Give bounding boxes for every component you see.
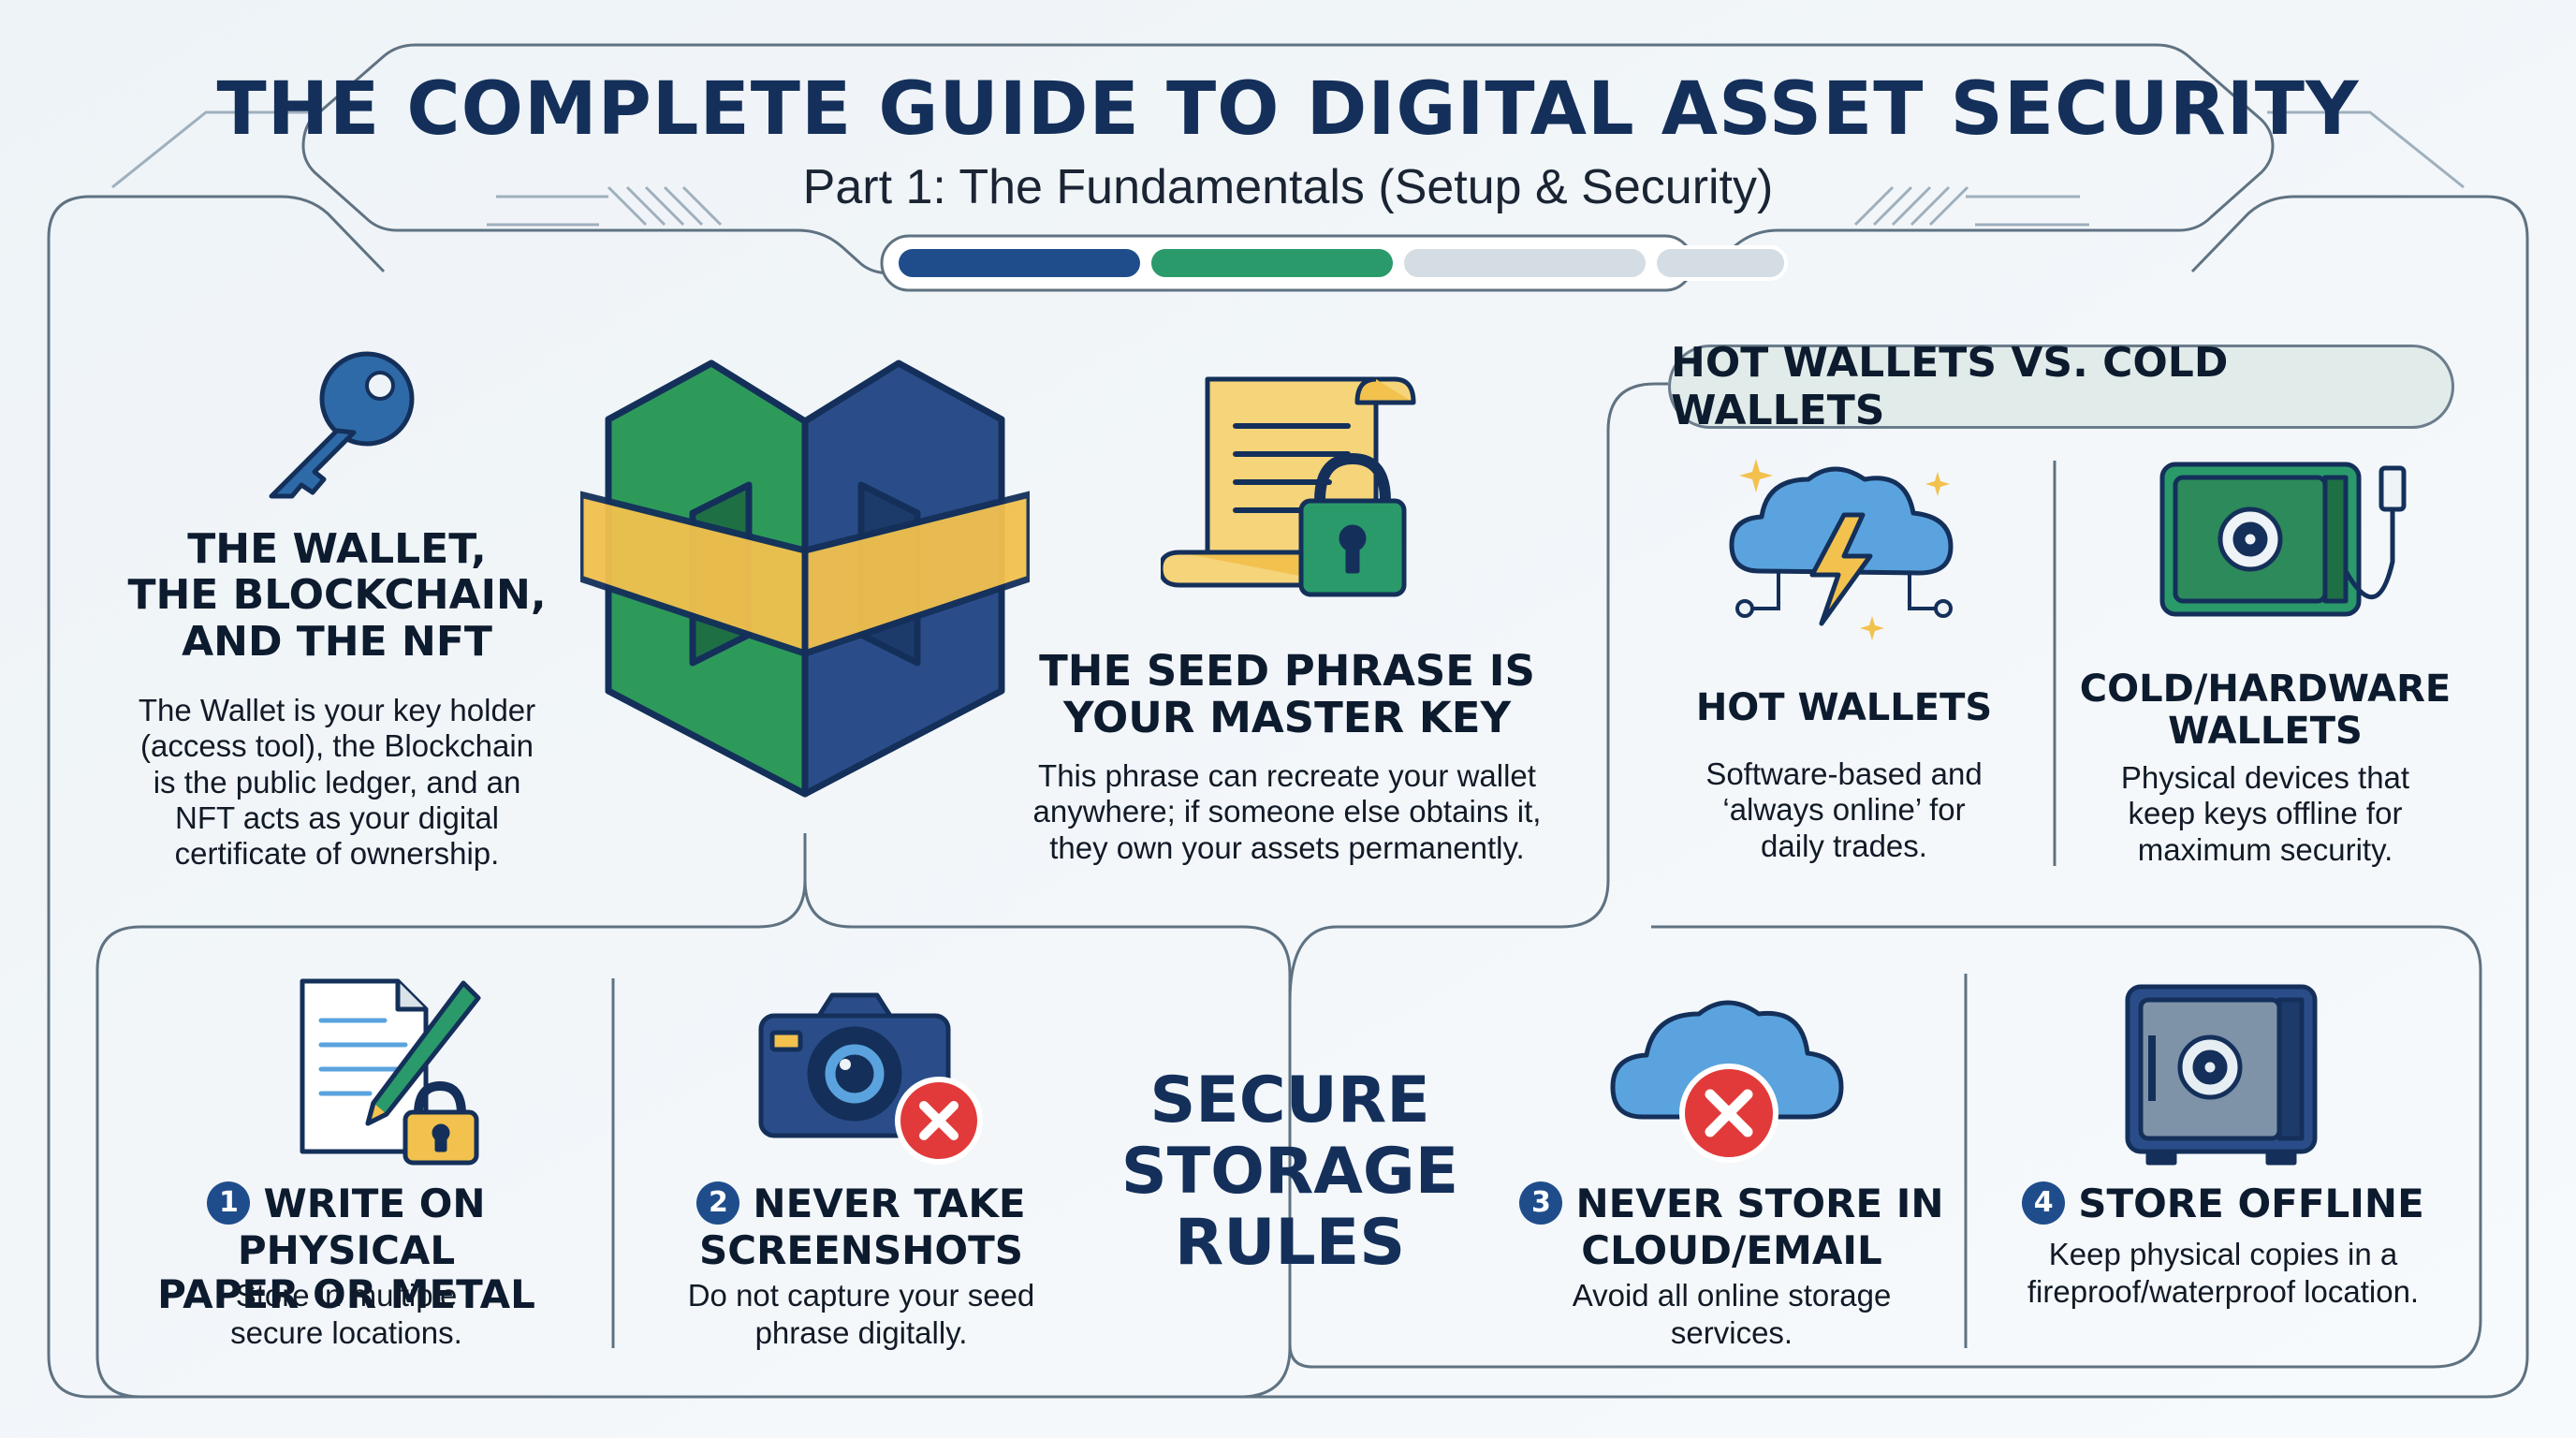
- blockchain-cube-icon: [580, 360, 1030, 798]
- rule-4-number: 4: [2022, 1181, 2066, 1225]
- rule-3-number: 3: [1519, 1181, 1563, 1225]
- seed-phrase-title: THE SEED PHRASE IS YOUR MASTER KEY: [1039, 646, 1535, 743]
- progress-segment: [895, 245, 1144, 281]
- rule-1-body: Store in multiple secure locations.: [230, 1278, 462, 1350]
- seed-phrase-body: This phrase can recreate your wallet any…: [1032, 758, 1542, 865]
- wallet-blockchain-nft-body: The Wallet is your key holder (access to…: [138, 693, 536, 872]
- progress-segment: [1400, 245, 1649, 281]
- hot-wallets-body: Software-based and ‘always online’ for d…: [1705, 756, 1983, 863]
- secure-storage-title: SECURE STORAGE RULES: [1120, 1064, 1459, 1281]
- rule-4-body: Keep physical copies in a fireproof/wate…: [2027, 1237, 2420, 1309]
- page-title: THE COMPLETE GUIDE TO DIGITAL ASSET SECU…: [216, 67, 2360, 152]
- safe-icon: [2125, 984, 2318, 1166]
- progress-segment: [1653, 245, 1788, 281]
- cold-wallets-title: COLD/HARDWARE WALLETS: [2079, 668, 2452, 753]
- rule-2-number: 2: [696, 1181, 740, 1225]
- scroll-lock-icon: [1161, 376, 1416, 597]
- rule-1-number: 1: [207, 1181, 251, 1225]
- document-pen-lock-icon: [300, 978, 481, 1166]
- key-icon: [269, 351, 415, 499]
- wallet-blockchain-nft-title: THE WALLET, THE BLOCKCHAIN, AND THE NFT: [127, 525, 547, 666]
- cold-wallets-body: Physical devices that keep keys offline …: [2120, 760, 2410, 867]
- cloud-lightning-icon: [1729, 459, 1954, 640]
- hardware-safe-icon: [2159, 462, 2407, 617]
- rule-3-body: Avoid all online storage services.: [1572, 1278, 1892, 1350]
- rule-2-body: Do not capture your seed phrase digitall…: [687, 1278, 1035, 1350]
- page-subtitle: Part 1: The Fundamentals (Setup & Securi…: [802, 160, 1774, 214]
- camera-forbidden-icon: [758, 992, 983, 1165]
- cloud-forbidden-icon: [1610, 1000, 1844, 1163]
- progress-segment: [1148, 245, 1397, 281]
- hot-wallets-title: HOT WALLETS: [1695, 686, 1993, 729]
- hot-vs-cold-pill: HOT WALLETS VS. COLD WALLETS: [1668, 339, 2454, 434]
